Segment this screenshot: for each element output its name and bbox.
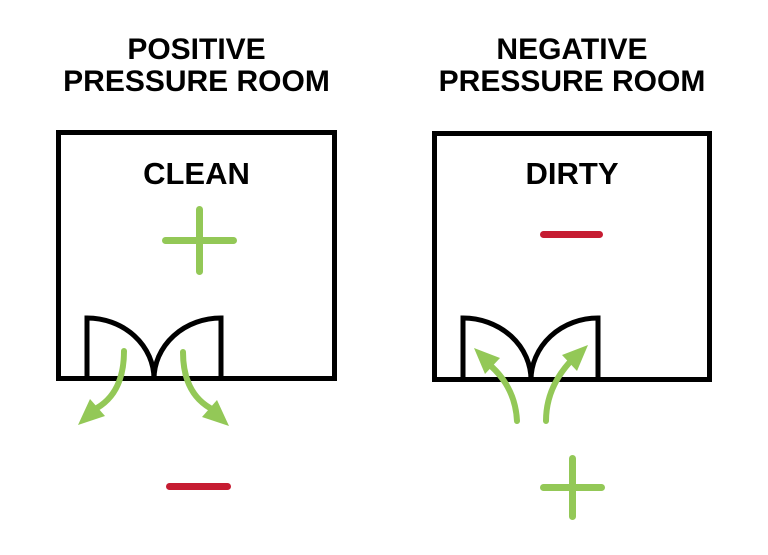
negative-room-title: NEGATIVE PRESSURE ROOM [432,34,712,98]
positive-room-title-line1: POSITIVE [127,33,266,66]
minus-icon [540,231,603,238]
clean-label: CLEAN [143,156,250,191]
negative-room-title-line2: PRESSURE ROOM [438,65,706,98]
dirty-label: DIRTY [525,156,619,191]
minus-icon [166,483,231,490]
negative-room-title-line1: NEGATIVE [496,33,648,66]
plus-icon [162,206,237,275]
positive-room-title: POSITIVE PRESSURE ROOM [56,34,337,98]
plus-icon [540,455,605,520]
outflow-arrowhead-left [78,399,105,425]
outflow-arrowhead-right [202,400,229,426]
positive-room-title-line2: PRESSURE ROOM [63,65,330,98]
